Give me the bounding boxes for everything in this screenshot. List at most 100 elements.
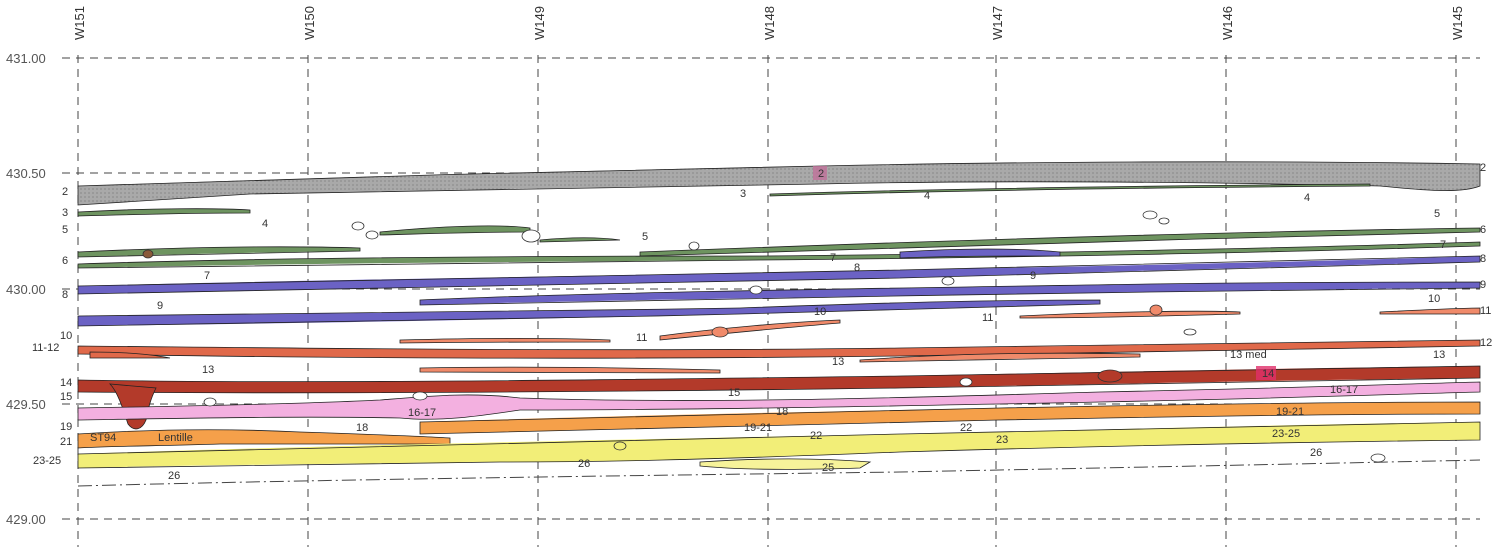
layer-label: 23-25 xyxy=(1272,428,1300,440)
stone xyxy=(142,249,154,259)
layer-6-band xyxy=(77,246,361,258)
layer-label: 9 xyxy=(1480,279,1486,291)
layer-label: 16-17 xyxy=(1330,384,1358,396)
layer-label: 13 xyxy=(1433,349,1445,361)
layer-label: 11 xyxy=(636,332,647,344)
layer-label: 12 xyxy=(1480,337,1492,349)
layer-label: 13 xyxy=(832,356,844,368)
column-label: W150 xyxy=(302,6,317,40)
layer-label: 9 xyxy=(157,300,163,312)
layer-26-base-line xyxy=(77,459,1481,487)
layer-label: 5 xyxy=(1434,208,1440,220)
stone xyxy=(203,397,217,407)
layer-14-band xyxy=(77,365,1481,394)
layer-label: 22 xyxy=(810,430,822,442)
layer-label: 10 xyxy=(60,330,72,342)
stone xyxy=(688,241,700,251)
stone xyxy=(1142,210,1158,220)
layer-label: 4 xyxy=(262,218,268,230)
layer-10-band xyxy=(77,299,1101,327)
stone xyxy=(941,276,955,286)
layer-label: 26 xyxy=(168,470,180,482)
column-label: W151 xyxy=(72,6,87,40)
layer-label: 8 xyxy=(62,289,68,301)
layer-label: 10 xyxy=(814,306,826,318)
layer-label: 7 xyxy=(830,252,836,264)
column-gridlines xyxy=(77,55,1457,547)
layer-label: 26 xyxy=(578,458,590,470)
stone xyxy=(1370,453,1386,463)
layer-label: 13 xyxy=(202,364,214,376)
layer-label: 3 xyxy=(62,207,68,219)
layer-11c-band xyxy=(1379,307,1481,315)
layer-label: 19-21 xyxy=(1276,406,1304,418)
layer-label: 10 xyxy=(1428,293,1440,305)
layer-label: 8 xyxy=(1480,253,1486,265)
column-label: W146 xyxy=(1220,6,1235,40)
elevation-label: 430.00 xyxy=(6,282,46,297)
layer-label: 8 xyxy=(854,262,860,274)
stone xyxy=(365,230,379,240)
layer-label: 15 xyxy=(728,387,740,399)
layer-5b-band xyxy=(539,237,621,243)
layer-label: 2 xyxy=(1480,162,1486,174)
layer-label: 13 med xyxy=(1230,349,1267,361)
layer-label: 26 xyxy=(1310,447,1322,459)
layer-bands xyxy=(77,161,1481,487)
layer-label: 16-17 xyxy=(408,407,436,419)
layer-2-texture xyxy=(78,161,1480,205)
elevation-label: 431.00 xyxy=(6,51,46,66)
layer-23-25-band xyxy=(77,421,1481,469)
layer-label: 11 xyxy=(1480,305,1491,317)
layer-13-band xyxy=(859,352,1141,363)
layer-5-band xyxy=(379,225,531,236)
stone xyxy=(1158,217,1170,225)
layer-label: 19-21 xyxy=(744,422,772,434)
layer-label: 22 xyxy=(960,422,972,434)
layer-label: 7 xyxy=(1440,239,1446,251)
layer-label: 14 xyxy=(60,377,72,389)
layer-11d-band xyxy=(399,338,611,344)
layer-label: 2 xyxy=(62,186,68,198)
layer-9-band xyxy=(419,281,1481,306)
layer-3-band xyxy=(77,208,251,217)
layer-label: 6 xyxy=(62,255,68,267)
layer-label: 18 xyxy=(776,406,788,418)
layer-label: 11-12 xyxy=(32,342,59,354)
layer-labels: 2 3 5 6 8 10 11-12 14 15 19 21 23-25 4 7… xyxy=(32,162,1492,482)
layer-label: 6 xyxy=(1480,224,1486,236)
layer-8-band xyxy=(77,255,1481,295)
layer-8b-band xyxy=(899,248,1061,259)
stone xyxy=(613,441,627,451)
layer-label: Lentille xyxy=(158,432,193,444)
layer-label: 23-25 xyxy=(33,455,61,467)
layer-label: 2 xyxy=(818,168,824,180)
elevation-label: 429.50 xyxy=(6,397,46,412)
column-label: W145 xyxy=(1450,6,1465,40)
elevation-label: 429.00 xyxy=(6,512,46,527)
layer-label: 11 xyxy=(982,312,993,324)
column-labels: W151 W150 W149 W148 W147 W146 W145 xyxy=(72,6,1465,40)
stone xyxy=(749,285,763,295)
layer-25-lens xyxy=(699,458,872,470)
column-label: W147 xyxy=(990,6,1005,40)
layer-11b-band xyxy=(1019,310,1241,319)
layer-label: 4 xyxy=(1304,192,1310,204)
layer-label: 5 xyxy=(62,224,68,236)
stone xyxy=(959,377,973,387)
stone xyxy=(1183,328,1197,336)
stone xyxy=(351,221,365,231)
layer-16-17-band xyxy=(77,381,1481,421)
column-label: W149 xyxy=(532,6,547,40)
layer-label: 9 xyxy=(1030,270,1036,282)
column-label: W148 xyxy=(762,6,777,40)
layer-label: 7 xyxy=(204,270,210,282)
layer-label: 18 xyxy=(356,422,368,434)
layer-label: 3 xyxy=(740,188,746,200)
stone xyxy=(521,229,541,243)
elevation-label: 430.50 xyxy=(6,166,46,181)
layer-label: 14 xyxy=(1262,368,1274,380)
layer-12-band xyxy=(77,339,1481,359)
stone xyxy=(1097,369,1123,383)
